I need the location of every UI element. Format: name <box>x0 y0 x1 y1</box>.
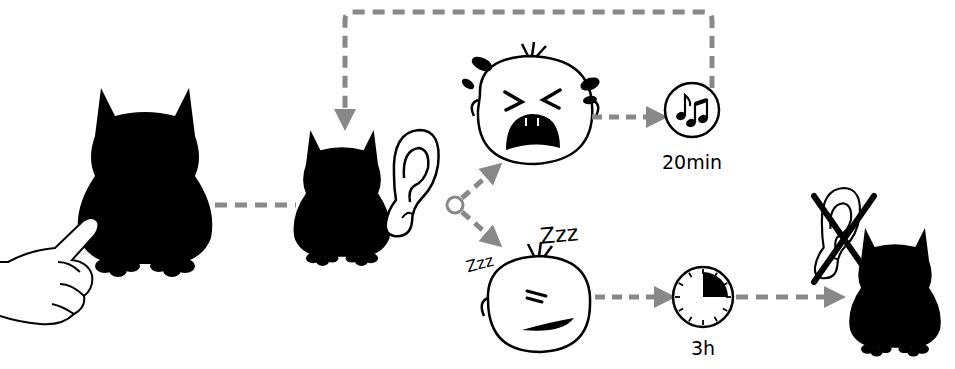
owl-figure <box>849 228 941 357</box>
crying-baby <box>460 42 601 164</box>
dashed-arrow <box>736 295 835 300</box>
cross-mark <box>814 196 874 282</box>
node-circle <box>665 83 719 137</box>
duration-label: 3h <box>666 338 740 359</box>
dashed-arrow <box>462 212 494 240</box>
sleeping-baby <box>482 242 590 352</box>
loop-arrow <box>345 12 712 120</box>
ear-symbol <box>386 130 439 236</box>
node-shape <box>662 80 722 140</box>
owl-figure <box>294 130 391 266</box>
dashed-arrow <box>592 115 657 120</box>
dashed-arrow <box>462 170 494 198</box>
hand-figure <box>0 218 98 324</box>
dashed-line <box>215 203 296 208</box>
timer-node: 3h <box>666 264 740 359</box>
music-notes <box>675 95 709 128</box>
sleep-sound: Zzz <box>464 253 495 276</box>
node-circle <box>673 267 733 327</box>
timer-node: 20min <box>658 80 726 173</box>
node-shape <box>670 264 736 330</box>
duration-label: 20min <box>658 152 726 173</box>
branch-point <box>447 197 463 213</box>
dashed-arrow <box>595 295 665 300</box>
sleep-sound: Zzz <box>539 222 579 247</box>
clock-face <box>675 269 731 325</box>
owl-figure <box>78 88 213 277</box>
hand-lines <box>52 262 84 314</box>
